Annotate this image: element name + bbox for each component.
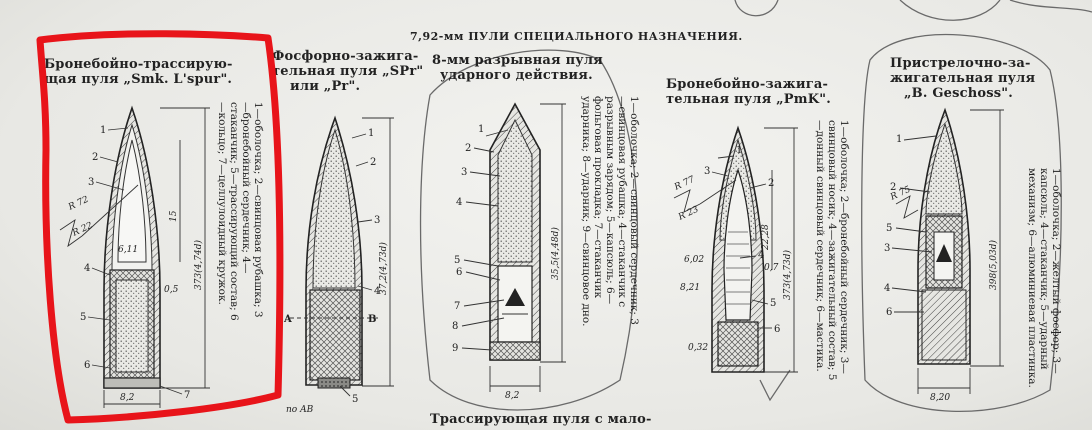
bottom-caption: Трассирующая пуля с малo-: [430, 412, 652, 427]
bullet-1-part-1: 1: [100, 125, 106, 136]
bullet-3-title-line-1: 8-мм разрывная пуля: [432, 53, 603, 68]
pencil-arc-top: [734, 0, 779, 17]
bullet-4-dim-8-21: 8,21: [680, 283, 700, 293]
bullet-3-dim-length: 35,5(4,48d): [550, 227, 561, 280]
bullet-5-part-2: 2: [890, 182, 896, 193]
pencil-loop-right: [1009, 0, 1092, 13]
bullet-5-title-line-2: жигательная пуля: [890, 71, 1036, 86]
bullet-3-part-3: 3: [461, 167, 467, 178]
bullet-5-title-line-3: „B. Geschoss".: [904, 86, 1013, 101]
bullet-1-title-line-2: щая пуля „Smk. L'spur".: [44, 72, 233, 87]
bullet-1-part-5: 5: [80, 312, 86, 323]
bullet-4-part-6: 6: [774, 324, 780, 335]
bullet-5-dim-dia: 8,20: [930, 393, 950, 403]
pencil-arc-top-right: [899, 0, 1001, 21]
bullet-4-dim-length: 373(4,73d): [782, 250, 793, 300]
bullet-1-tracer: [115, 279, 149, 373]
bullet-4-dim-0-32: 0,32: [688, 343, 708, 353]
bullet-3-dim-dia: 8,2: [505, 391, 520, 401]
bullet-3-part-7: 7: [454, 301, 460, 312]
bullet-1-part-7: 7: [184, 390, 190, 401]
bullet-2-title-line-2: тельная пуля „SPr": [272, 64, 424, 79]
bullet-2-part-b: B: [368, 314, 376, 325]
bullet-5-part-3: 3: [884, 243, 890, 254]
bullet-3-title-line-2: ударного действия.: [440, 68, 593, 83]
bullet-5-phosphorus: [925, 122, 963, 215]
bullet-1-dim-6-11: 6,11: [118, 245, 138, 255]
bullet-4-part-2: 2: [768, 178, 774, 189]
bullet-3-part-6: 6: [456, 267, 462, 278]
bullet-1-part-3: 3: [88, 177, 94, 188]
bullet-5-dim-length: 398(5,03d): [988, 240, 999, 290]
bullet-5-part-1: 1: [896, 134, 902, 145]
bullet-2-part-a: A: [283, 314, 292, 325]
bullet-2-incendiary: [312, 128, 356, 289]
bullet-3-part-1: 1: [478, 124, 484, 135]
bullet-4-title-line-2: тельная пуля „PmK".: [666, 92, 831, 107]
bullet-5-part-6: 6: [886, 307, 892, 318]
bullet-3-part-9: 9: [452, 343, 458, 354]
pencil-tick-bottom: [759, 369, 791, 402]
bullet-4-dim-6-02: 6,02: [684, 255, 704, 265]
bullet-2-part-4: 4: [374, 286, 380, 297]
bullet-1-dim-15: 15: [169, 210, 179, 222]
bullet-4-dim-0-7: 0,7: [764, 263, 779, 273]
bullet-1-dim-0-5: 0,5: [164, 285, 179, 295]
bullet-3-lead-core: [497, 118, 533, 263]
bullet-4-title-line-1: Бронебойно-зажига-: [666, 77, 829, 92]
bullet-4-part-3: 3: [704, 166, 710, 177]
bullet-5-part-4: 4: [884, 283, 890, 294]
red-highlight-outline: [36, 30, 284, 424]
bullet-4-part-5: 5: [770, 298, 776, 309]
bullet-2-part-2: 2: [370, 157, 376, 168]
bullet-1-base: [103, 377, 161, 389]
bullet-1-dim-length: 373(4,74d): [193, 240, 204, 290]
bullet-1-part-6: 6: [84, 360, 90, 371]
bullet-2-note: по AB: [286, 405, 314, 415]
bullet-1-title-line-1: Бронебойно-трассирую-: [44, 57, 233, 72]
bullet-5-title-line-1: Пристрелочно-за-: [890, 56, 1031, 71]
bullet-4-base-core: [717, 321, 759, 367]
bullet-1-part-2: 2: [92, 152, 98, 163]
bullet-5-striker: [936, 244, 952, 262]
pencil-oval-bullet-3: [419, 49, 639, 411]
bullet-2-title-line-1: Фосфорно-зажига-: [272, 49, 419, 64]
bullet-2-title-line-3: или „Pr".: [290, 79, 361, 94]
bullet-3-base: [489, 341, 541, 361]
page-header: 7,92-мм ПУЛИ СПЕЦИАЛЬНОГО НАЗНАЧЕНИЯ.: [410, 30, 743, 43]
pencil-oval-bullet-5: [861, 33, 1062, 413]
bullet-4-dim-22-28: 22,28: [761, 224, 771, 251]
bullet-2-base-plug: [317, 377, 351, 389]
bullet-1-dim-8-2: 8,2: [120, 393, 135, 403]
bullet-1-core: [117, 139, 147, 263]
bullet-1-part-4: 4: [84, 263, 90, 274]
bullet-5-part-5: 5: [886, 223, 892, 234]
bullet-4-part-4: 4: [758, 250, 764, 261]
bullet-4-ap-core: [723, 168, 753, 321]
bullet-2-core: [309, 289, 361, 381]
bullet-3-striker: [505, 288, 525, 306]
bullet-3-part-5: 5: [454, 255, 460, 266]
bullet-2-part-3: 3: [374, 215, 380, 226]
bullet-4-part-1: 1: [736, 145, 742, 156]
bullet-3-part-4: 4: [456, 197, 462, 208]
bullet-5-core: [921, 289, 967, 361]
bullet-2-part-1: 1: [368, 128, 374, 139]
bullet-2-part-5: 5: [352, 394, 358, 405]
bullet-3-part-8: 8: [452, 321, 458, 332]
bullet-3-part-2: 2: [465, 143, 471, 154]
bullet-2-dim-length: 37,2(4,73d): [378, 242, 389, 295]
